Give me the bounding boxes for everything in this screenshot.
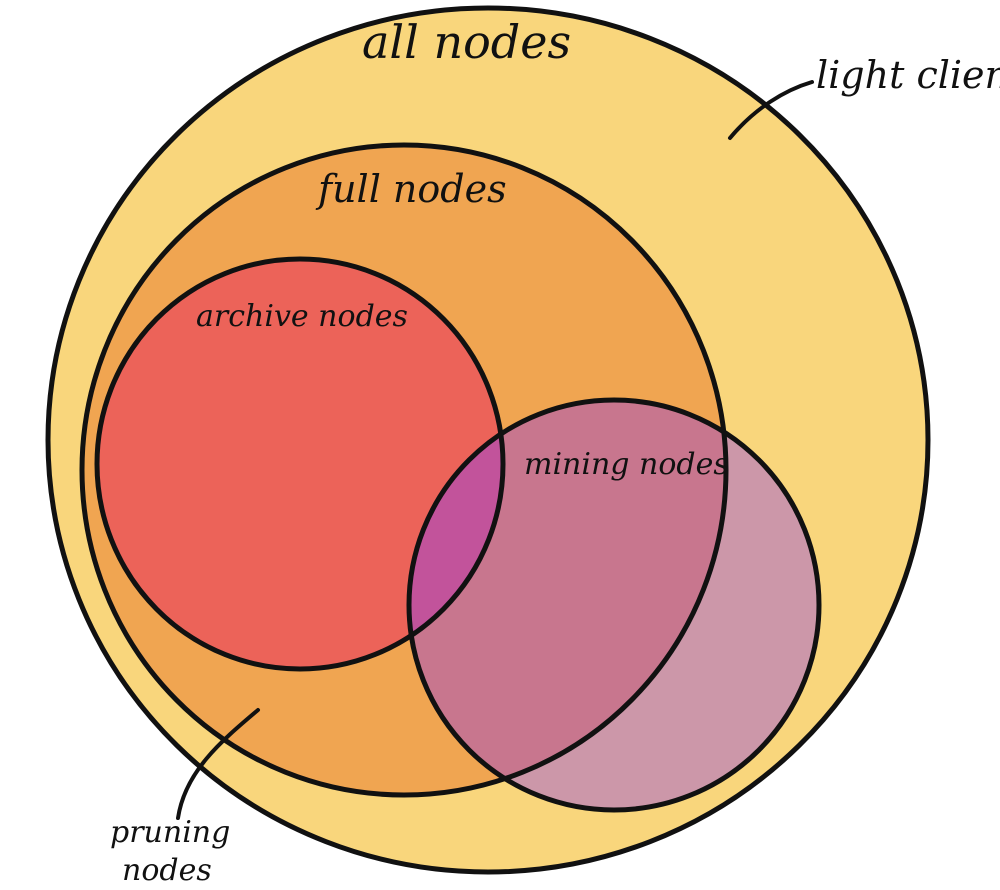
pruning-nodes-leader-line <box>176 708 260 820</box>
light-clients-leader-line <box>728 80 814 140</box>
archive-nodes-circle <box>97 259 503 669</box>
pruning-nodes-label-line1: pruning <box>110 815 230 850</box>
light-clients-label: light clients <box>816 53 1000 97</box>
mining-nodes-outline <box>406 397 822 813</box>
full-nodes-label: full nodes <box>315 167 507 211</box>
archive-nodes-outline <box>94 256 506 672</box>
full-nodes-outline <box>79 142 729 798</box>
all-nodes-label: all nodes <box>362 15 571 69</box>
archive-nodes-label: archive nodes <box>196 299 408 334</box>
mining-nodes-label: mining nodes <box>524 447 729 482</box>
pruning-nodes-label-line2: nodes <box>122 853 212 888</box>
